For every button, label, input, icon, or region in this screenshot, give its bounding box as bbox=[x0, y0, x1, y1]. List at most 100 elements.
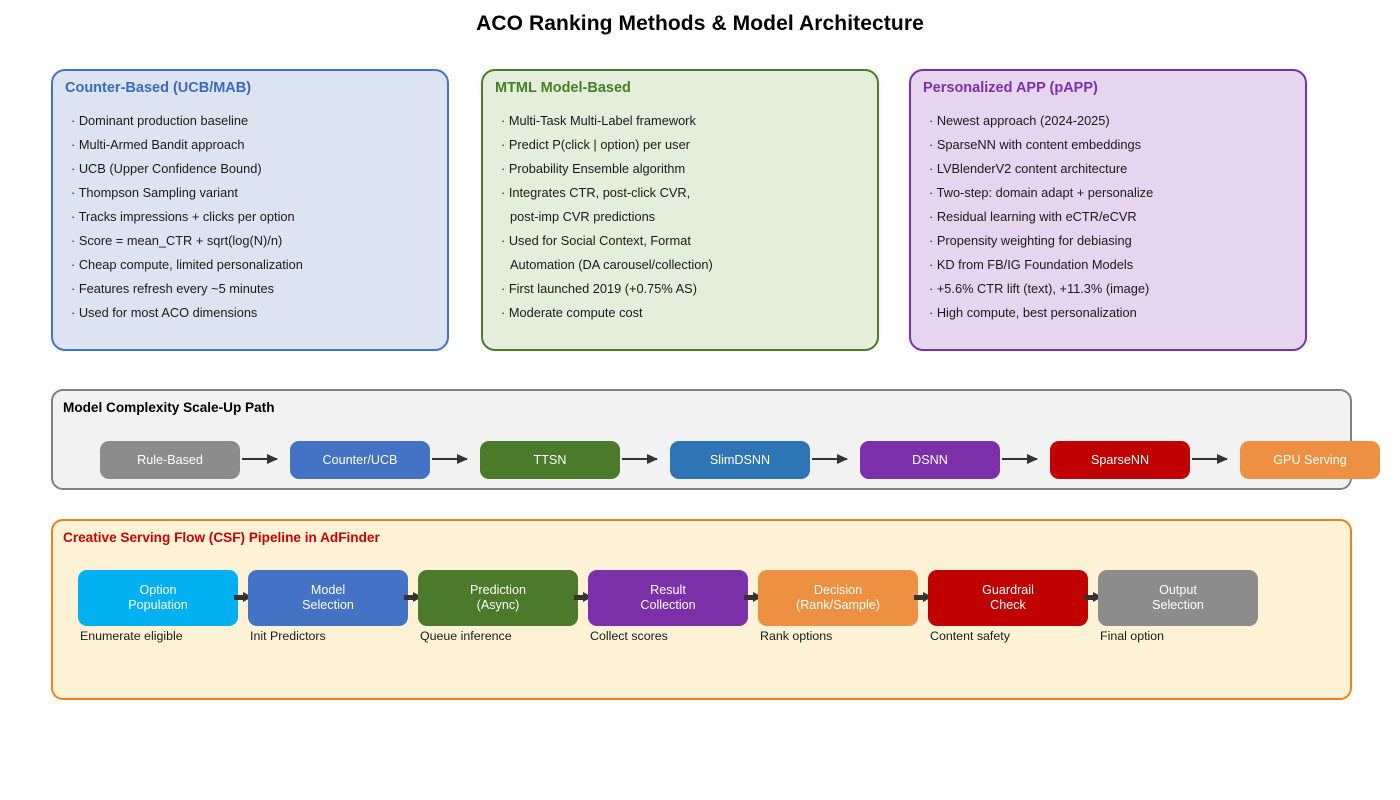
card-bullet: · Residual learning with eCTR/eCVR bbox=[929, 209, 1137, 224]
card-bullet: · Used for Social Context, Format bbox=[501, 233, 691, 248]
arrow-shaft bbox=[914, 595, 924, 600]
arrow-shaft bbox=[404, 595, 414, 600]
csf-arrow-icon bbox=[574, 592, 592, 602]
csf-arrow-icon bbox=[404, 592, 422, 602]
csf-node-line2: Collection bbox=[640, 598, 696, 612]
scaleup-node-dsnn[interactable]: DSNN bbox=[860, 441, 1000, 479]
card-bullet: · +5.6% CTR lift (text), +11.3% (image) bbox=[929, 281, 1150, 296]
csf-node-line1: Output bbox=[1159, 583, 1197, 597]
card-title: Personalized APP (pAPP) bbox=[923, 80, 1098, 96]
card-bullet: · High compute, best personalization bbox=[929, 305, 1137, 320]
csf-node-prediction[interactable]: Prediction(Async) bbox=[418, 570, 578, 626]
card-bullet-list: · Newest approach (2024-2025)· SparseNN … bbox=[929, 109, 1297, 325]
panel-title: Creative Serving Flow (CSF) Pipeline in … bbox=[63, 530, 380, 545]
arrow-head bbox=[583, 592, 592, 602]
csf-node-line2: Check bbox=[990, 598, 1026, 612]
arrow-head bbox=[243, 592, 252, 602]
card-bullet: · UCB (Upper Confidence Bound) bbox=[71, 161, 262, 176]
scaleup-arrow-icon bbox=[242, 453, 278, 464]
csf-node-line1: Result bbox=[650, 583, 686, 597]
card-bullet: post-imp CVR predictions bbox=[510, 209, 656, 224]
card-title: Counter-Based (UCB/MAB) bbox=[65, 80, 252, 96]
csf-node-caption: Rank options bbox=[760, 629, 833, 643]
card-bullet: · Multi-Armed Bandit approach bbox=[71, 137, 245, 152]
csf-node-caption: Collect scores bbox=[590, 629, 668, 643]
arrow-shaft bbox=[744, 595, 754, 600]
csf-node-line2: Population bbox=[128, 598, 188, 612]
scaleup-arrow-icon bbox=[1192, 453, 1228, 464]
csf-node-line2: (Rank/Sample) bbox=[796, 598, 880, 612]
scaleup-node-gpu-serving[interactable]: GPU Serving bbox=[1240, 441, 1380, 479]
card-bullet: Automation (DA carousel/collection) bbox=[510, 257, 713, 272]
card-bullet: · KD from FB/IG Foundation Models bbox=[929, 257, 1134, 272]
csf-node-caption: Final option bbox=[1100, 629, 1165, 643]
card-bullet: · Probability Ensemble algorithm bbox=[501, 161, 686, 176]
csf-node-line1: Option bbox=[139, 583, 177, 597]
scaleup-node-slimdsnn[interactable]: SlimDSNN bbox=[670, 441, 810, 479]
csf-node-line2: (Async) bbox=[476, 598, 520, 612]
card-bullet: · Cheap compute, limited personalization bbox=[71, 257, 303, 272]
scaleup-node-ttsn[interactable]: TTSN bbox=[480, 441, 620, 479]
scaleup-arrow-icon bbox=[1002, 453, 1038, 464]
csf-node-label: Decision(Rank/Sample) bbox=[796, 583, 880, 613]
arrow-head bbox=[753, 592, 762, 602]
scaleup-arrow-icon bbox=[432, 453, 468, 464]
csf-node-caption: Content safety bbox=[930, 629, 1010, 643]
csf-arrow-icon bbox=[744, 592, 762, 602]
csf-node-line2: Selection bbox=[1152, 598, 1204, 612]
csf-node-label: Prediction(Async) bbox=[470, 583, 526, 613]
csf-node-line1: Model bbox=[310, 583, 346, 597]
card-bullet: · Newest approach (2024-2025) bbox=[929, 113, 1110, 128]
card-title: MTML Model-Based bbox=[495, 80, 631, 96]
arrow-head bbox=[413, 592, 422, 602]
card-bullet-list: · Dominant production baseline · Multi-Ar… bbox=[71, 109, 439, 325]
card-bullet: · Used for most ACO dimensions bbox=[71, 305, 258, 320]
card-bullet: · Predict P(click | option) per user bbox=[501, 137, 690, 152]
csf-arrow-icon bbox=[1084, 592, 1102, 602]
csf-node-line1: Guardrail bbox=[982, 583, 1034, 597]
card-bullet: · Two-step: domain adapt + personalize bbox=[929, 185, 1154, 200]
scaleup-node-rule-based[interactable]: Rule-Based bbox=[100, 441, 240, 479]
arrow-head bbox=[1093, 592, 1102, 602]
method-card-papp: Personalized APP (pAPP) · Newest approac… bbox=[909, 69, 1307, 351]
csf-node-line1: Decision bbox=[813, 583, 863, 597]
card-bullet: · Integrates CTR, post-click CVR, bbox=[501, 185, 691, 200]
method-cards-row: Counter-Based (UCB/MAB) · Dominant produ… bbox=[51, 69, 1311, 353]
arrow-head bbox=[923, 592, 932, 602]
card-bullet-list: · Multi-Task Multi-Label framework · Pred… bbox=[501, 109, 869, 325]
panel-title: Model Complexity Scale-Up Path bbox=[63, 400, 275, 415]
csf-node-caption: Enumerate eligible bbox=[80, 629, 183, 643]
card-bullet: · Moderate compute cost bbox=[501, 305, 643, 320]
scaleup-arrow-icon bbox=[812, 453, 848, 464]
arrow-shaft bbox=[574, 595, 584, 600]
card-bullet: · Multi-Task Multi-Label framework bbox=[501, 113, 696, 128]
page-title: ACO Ranking Methods & Model Architecture bbox=[476, 12, 924, 35]
csf-node-line1: Prediction bbox=[469, 583, 526, 597]
csf-arrow-icon bbox=[914, 592, 932, 602]
card-bullet: · Score = mean_CTR + sqrt(log(N)/n) bbox=[71, 233, 283, 248]
scaleup-node-sparsenn[interactable]: SparseNN bbox=[1050, 441, 1190, 479]
csf-node-decision[interactable]: Decision(Rank/Sample) bbox=[758, 570, 918, 626]
method-card-mtml: MTML Model-Based · Multi-Task Multi-Labe… bbox=[481, 69, 879, 351]
arrow-shaft bbox=[234, 595, 244, 600]
card-bullet: · Dominant production baseline bbox=[71, 113, 249, 128]
scaleup-arrow-icon bbox=[622, 453, 658, 464]
csf-node-caption: Queue inference bbox=[420, 629, 512, 643]
method-card-counter-based: Counter-Based (UCB/MAB) · Dominant produ… bbox=[51, 69, 449, 351]
card-bullet: · LVBlenderV2 content architecture bbox=[929, 161, 1128, 176]
card-bullet: · Thompson Sampling variant bbox=[71, 185, 238, 200]
card-bullet: · First launched 2019 (+0.75% AS) bbox=[501, 281, 697, 296]
csf-node-line2: Selection bbox=[302, 598, 354, 612]
csf-arrow-icon bbox=[234, 592, 252, 602]
scaleup-node-counter-ucb[interactable]: Counter/UCB bbox=[290, 441, 430, 479]
csf-node-caption: Init Predictors bbox=[250, 629, 326, 643]
card-bullet: · Propensity weighting for debiasing bbox=[929, 233, 1132, 248]
